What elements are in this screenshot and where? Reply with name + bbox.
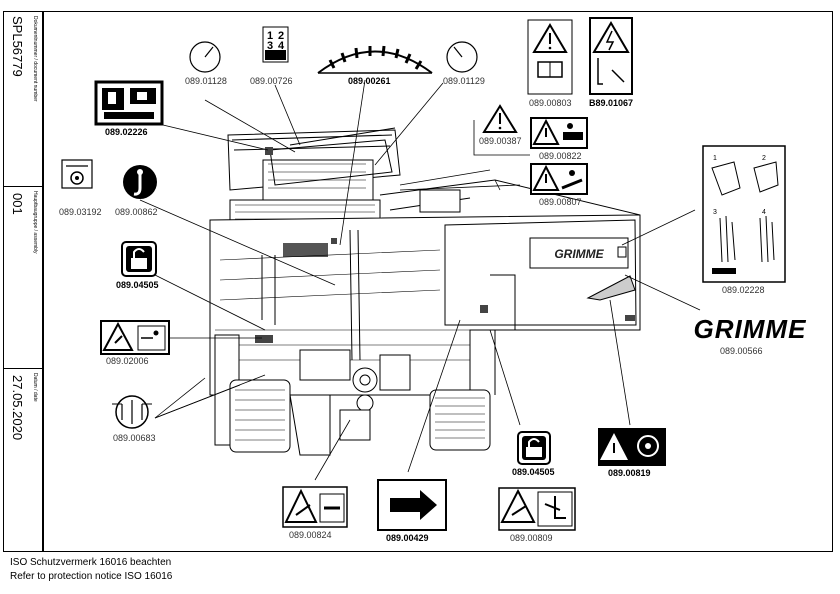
part-label: 089.00862	[115, 207, 158, 217]
fall-hazard-warning-icon	[498, 487, 576, 531]
part-label: 089.00387	[479, 136, 522, 146]
assembly-cell: 001 Hauptbaugruppe / assembly	[4, 187, 42, 369]
part-label: B89.01067	[589, 98, 634, 108]
document-number-cell: SPL56779 Dokumentnummer / document numbe…	[4, 12, 42, 187]
part-label: 089.00807	[539, 197, 582, 207]
adjustment-gauge-icon	[112, 395, 152, 429]
title-block: SPL56779 Dokumentnummer / document numbe…	[3, 11, 43, 552]
part-label: 089.00726	[250, 76, 293, 86]
gauge-icon	[189, 41, 221, 73]
entanglement-warning-icon	[598, 428, 666, 466]
warning-hazard-icon	[530, 117, 588, 149]
lifting-point-icon	[61, 159, 93, 189]
part-label: 089.03192	[59, 207, 102, 217]
lock-icon	[517, 431, 551, 465]
part-label: 089.00822	[539, 151, 582, 161]
part-label: 089.01128	[185, 76, 227, 86]
crush-hazard-warning-icon	[282, 486, 348, 528]
part-label: 089.04505	[116, 280, 159, 290]
part-label: 089.01129	[443, 76, 485, 86]
grimme-logo: GRIMME	[694, 314, 807, 344]
part-label: 089.00819	[608, 468, 651, 478]
part-label: 089.02228	[722, 285, 765, 295]
part-label: 089.02226	[105, 127, 148, 137]
sticker-step-number: 4	[762, 209, 766, 216]
part-label: 089.00809	[510, 533, 553, 543]
hook-icon	[123, 165, 157, 199]
part-label: 089.04505	[512, 467, 555, 477]
machine-brand-text: GRIMME	[554, 247, 604, 261]
footer-note-de: ISO Schutzvermerk 16016 beachten	[10, 557, 172, 568]
arc-scale-icon	[317, 45, 433, 74]
part-label: 089.02006	[106, 356, 149, 366]
part-label: 089.00566	[720, 346, 763, 356]
drawing-frame	[43, 11, 833, 552]
part-label: 089.00683	[113, 433, 156, 443]
instruction-sticker-icon	[702, 145, 786, 283]
part-label: 089.00803	[529, 98, 572, 108]
keep-distance-warning-icon	[100, 320, 170, 355]
machine-overview-icon	[94, 80, 164, 126]
part-label: 089.00824	[289, 530, 332, 540]
harvester-drawing	[209, 127, 641, 456]
leader-lines	[139, 79, 701, 481]
sticker-step-number: 2	[762, 155, 766, 162]
gauge-icon	[446, 41, 478, 73]
keypad-digit: 4	[278, 40, 285, 52]
sticker-step-number: 1	[713, 155, 717, 162]
electrical-hazard-icon	[589, 17, 633, 95]
part-label: 089.00261	[348, 76, 391, 86]
part-label: 089.00429	[386, 533, 429, 543]
warning-hazard-icon	[530, 163, 588, 195]
footer-note-en: Refer to protection notice ISO 16016	[10, 571, 173, 582]
sticker-step-number: 3	[713, 209, 717, 216]
keypad-digit: 1	[267, 30, 273, 42]
keypad-digit: 2	[278, 30, 284, 42]
arrow-direction-icon	[377, 479, 447, 531]
lock-icon	[121, 241, 157, 277]
read-manual-warning-icon	[527, 19, 573, 95]
keypad-icon	[262, 26, 289, 63]
warning-icon	[482, 104, 518, 133]
keypad-digit: 3	[267, 40, 273, 52]
